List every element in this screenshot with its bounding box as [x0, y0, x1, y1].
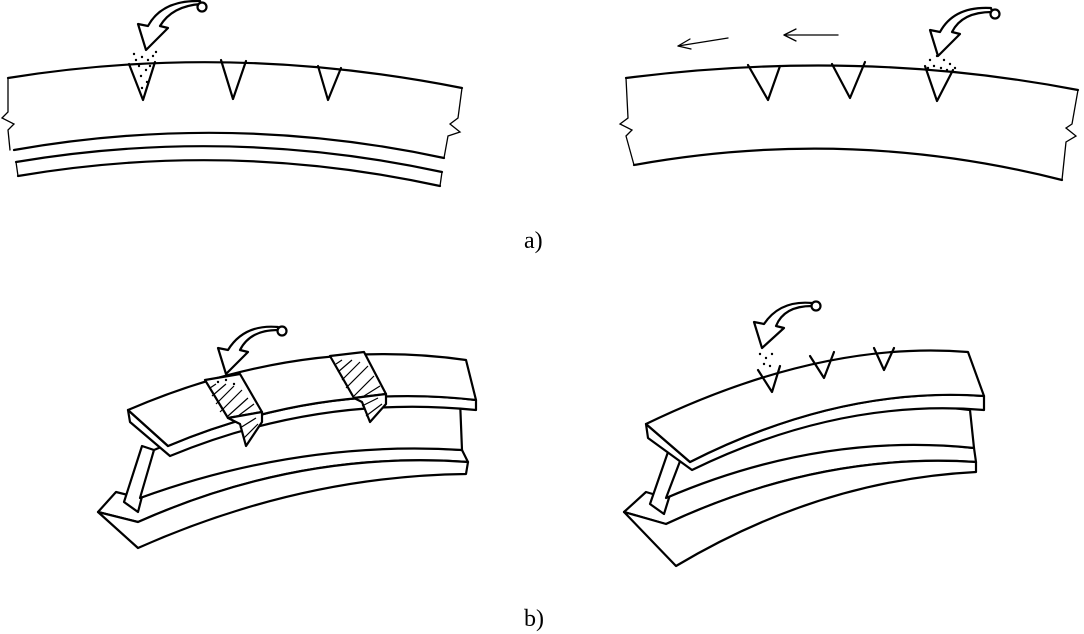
caption-b: b) [524, 606, 544, 632]
weld-groove-icon [872, 346, 896, 372]
break-line-icon [0, 77, 16, 151]
weld-groove-icon [219, 58, 248, 101]
curved-arrow-icon [752, 300, 822, 350]
panel-b-left-girder [96, 325, 478, 550]
curved-arrow-icon [928, 6, 1001, 58]
weld-groove-icon [316, 64, 343, 102]
caption-a: a) [524, 228, 543, 254]
break-line-icon [618, 77, 635, 166]
weld-filler [758, 352, 774, 368]
weld-filler [216, 378, 236, 386]
weld-groove-icon [830, 60, 867, 100]
weld-filler [132, 50, 158, 90]
direction-arrow-icon [677, 28, 839, 50]
weld-groove-icon [808, 350, 836, 380]
weld-hatching [209, 383, 255, 417]
weld-hatching [335, 359, 381, 397]
panel-a-left-beam [0, 0, 464, 188]
panel-a-right-beam [618, 6, 1080, 182]
weld-groove-icon [746, 63, 782, 102]
curved-arrow-icon [216, 325, 288, 376]
break-line-icon [1061, 89, 1079, 181]
panel-b-right-girder [622, 300, 986, 568]
weld-groove-icon [127, 60, 157, 102]
break-line-icon [443, 87, 463, 159]
weld-groove-icon [756, 364, 782, 394]
weld-groove-icon [923, 64, 955, 103]
curved-arrow-icon [136, 0, 208, 52]
weld-filler [926, 54, 957, 72]
